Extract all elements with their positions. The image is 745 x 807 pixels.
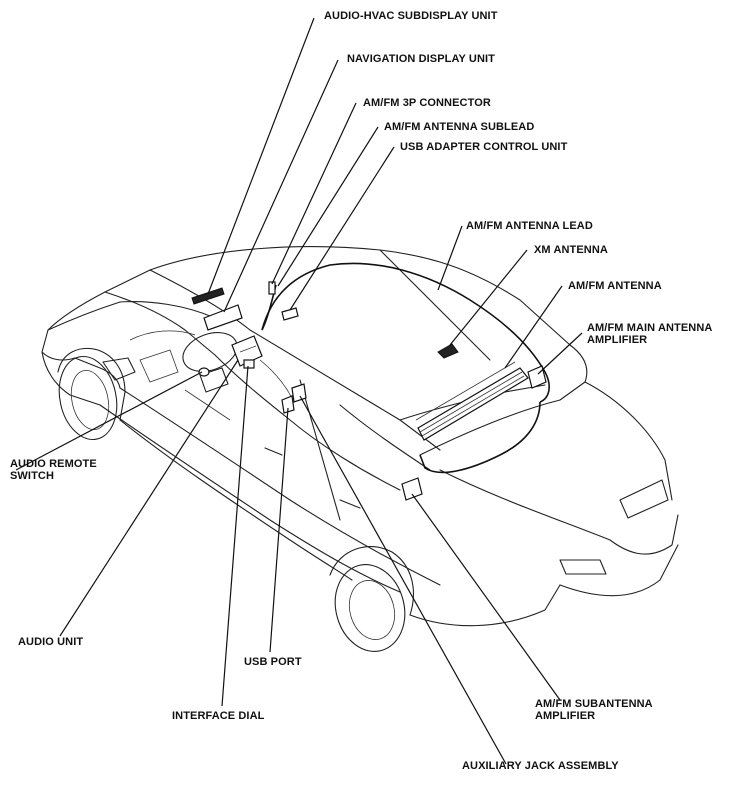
car-body <box>41 246 679 652</box>
xm-antenna-component <box>437 343 459 359</box>
amfm-subantenna-amplifier <box>401 477 423 501</box>
label-audio-unit: AUDIO UNIT <box>18 636 84 648</box>
label-usb-port: USB PORT <box>244 656 302 668</box>
leader-lines <box>15 17 583 765</box>
navigation-display-unit <box>203 304 243 331</box>
label-usb-adapter-control-unit: USB ADAPTER CONTROL UNIT <box>400 141 568 153</box>
audio-hvac-subdisplay-unit <box>191 287 225 305</box>
label-interface-dial: INTERFACE DIAL <box>172 710 265 722</box>
usb-port-component <box>281 395 295 414</box>
label-amfm-antenna-lead: AM/FM ANTENNA LEAD <box>466 220 593 232</box>
rear-antenna-wire <box>419 401 541 474</box>
label-amfm-antenna-sublead: AM/FM ANTENNA SUBLEAD <box>384 121 535 133</box>
label-xm-antenna: XM ANTENNA <box>534 244 608 256</box>
audio-remote-switch <box>198 367 210 377</box>
amfm-antenna-lead-wire <box>261 262 550 403</box>
label-amfm-subantenna-amplifier: AM/FM SUBANTENNA AMPLIFIER <box>535 698 653 722</box>
label-audio-remote-switch: AUDIO REMOTE SWITCH <box>10 458 97 482</box>
auxiliary-jack-component <box>291 383 307 403</box>
usb-adapter-control-unit <box>281 307 299 321</box>
amfm-3p-connector <box>268 281 276 295</box>
label-amfm-3p-connector: AM/FM 3P CONNECTOR <box>363 97 491 109</box>
amfm-antenna-grid <box>415 361 529 441</box>
label-navigation-display-unit: NAVIGATION DISPLAY UNIT <box>347 53 495 65</box>
audio-unit <box>231 335 263 367</box>
label-auxiliary-jack-assembly: AUXILIARY JACK ASSEMBLY <box>462 760 619 772</box>
label-amfm-antenna: AM/FM ANTENNA <box>568 280 662 292</box>
label-audio-hvac-subdisplay-unit: AUDIO-HVAC SUBDISPLAY UNIT <box>324 10 498 22</box>
label-amfm-main-antenna-amplifier: AM/FM MAIN ANTENNA AMPLIFIER <box>587 322 713 346</box>
interface-dial <box>243 359 255 369</box>
